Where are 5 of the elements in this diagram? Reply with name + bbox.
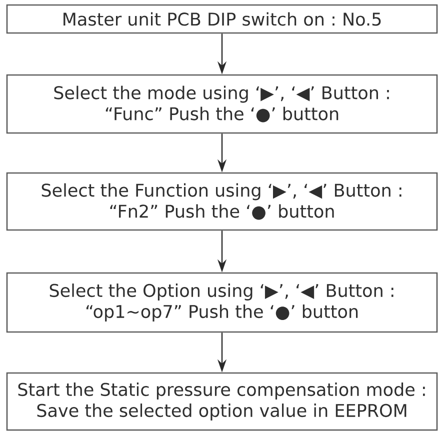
process-box: Start the Static pressure compensation mode : Save the selected option value in EEPROM xyxy=(6,372,438,431)
process-box: Select the Function using ‘▶’, ‘◀’ Button : “Fn2” Push the ‘●’ button xyxy=(6,172,438,231)
process-box: Master unit PCB DIP switch on : No.5 xyxy=(6,4,438,34)
process-box: Select the Option using ‘▶’, ‘◀’ Button : “op1~op7” Push the ‘●’ button xyxy=(6,272,438,333)
process-box: Select the mode using ‘▶’, ‘◀’ Button : “Func” Push the ‘●’ button xyxy=(6,74,438,134)
